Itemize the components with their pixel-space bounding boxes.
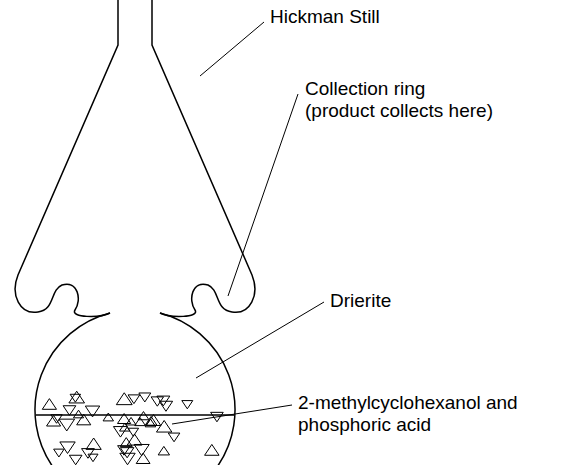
drierite-granule [103,413,113,421]
drierite-granule [117,414,130,424]
leader-lines [172,22,324,424]
drierite-granule [145,419,156,427]
drierite-granule [134,444,149,455]
drierite-granule [51,415,62,424]
drierite-granule [168,433,180,442]
drierite-granule [69,455,82,465]
drierite-granule [159,401,172,411]
drierite-granule [120,453,135,464]
still-right-wall [152,0,255,316]
drierite-granule [77,414,91,425]
leader-line [200,22,264,76]
leader-line [172,405,292,424]
drierite-granule [128,395,140,404]
drierite-granule [151,397,163,406]
drierite-granule [182,401,193,409]
drierite-granule [86,438,101,449]
drierite-granule [82,449,95,459]
drierite-granule [139,393,151,402]
drierite-granule [88,454,98,462]
drierite-granule [85,406,99,417]
drierite-granule [136,453,150,463]
drierite-granule [63,406,76,416]
drierite-granule [42,399,56,410]
callout-label: 2-methylcyclohexanol and phosphoric acid [298,392,553,436]
leader-line [228,94,298,296]
drierite-granule [73,410,83,418]
liquid-surface [36,414,234,416]
round-bottom-flask [35,313,235,465]
drierite-granule [156,420,171,432]
callout-label: Drierite [330,290,480,312]
drierite-granules [42,391,223,465]
drierite-granule [158,446,169,455]
drierite-granule [54,449,64,457]
still-left-wall [15,0,118,316]
drierite-granule [205,444,219,455]
callout-label: Hickman Still [270,6,470,28]
drierite-granule [116,393,132,405]
callout-label: Collection ring (product collects here) [305,78,500,122]
drierite-granule [70,394,80,402]
drierite-granule [69,391,85,403]
drierite-granule [59,419,75,431]
drierite-granule [113,427,127,438]
drierite-granule [127,434,142,445]
drierite-granule [135,418,146,426]
leader-line [196,302,324,378]
